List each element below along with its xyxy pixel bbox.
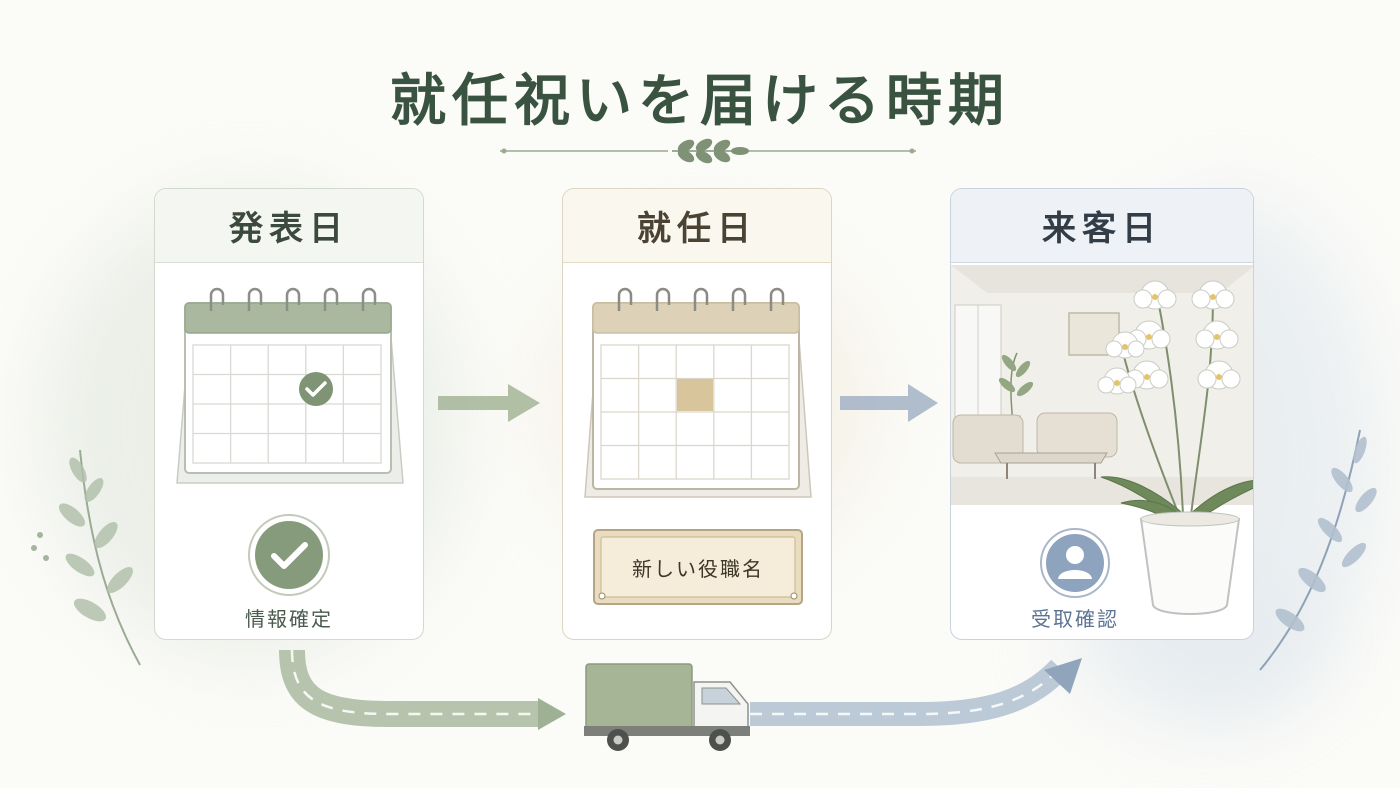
delivery-truck-icon	[584, 663, 750, 751]
arrow-right-blue-icon	[840, 384, 938, 422]
arrow-right-green-icon	[438, 384, 540, 422]
status-receipt-confirmed: 受取確認	[1031, 607, 1119, 631]
nameplate-icon	[593, 529, 803, 605]
card-heading-announcement: 発表日	[155, 189, 423, 263]
user-avatar-icon	[1040, 528, 1110, 598]
card-announcement-day: 発表日 情報確定	[154, 188, 424, 640]
calendar-highlight-icon	[584, 287, 812, 498]
card-heading-inauguration: 就任日	[563, 189, 831, 263]
calendar-check-icon	[176, 287, 404, 484]
status-info-confirmed: 情報確定	[245, 607, 333, 631]
check-circle-icon	[248, 514, 330, 596]
card-inauguration-day: 就任日 新しい役職名	[562, 188, 832, 640]
leaf-branch-right-icon	[1259, 429, 1377, 671]
card-heading-visitor: 来客日	[951, 189, 1253, 263]
delivery-route-path	[279, 649, 1082, 730]
page-title: 就任祝いを届ける時期	[390, 68, 1010, 134]
reception-room-orchid-illustration	[951, 265, 1253, 615]
card-visitor-day: 来客日	[950, 188, 1254, 640]
title-divider-leaf-icon	[500, 138, 916, 164]
leaf-branch-left-icon	[31, 449, 141, 666]
new-position-title: 新しい役職名	[632, 557, 764, 581]
